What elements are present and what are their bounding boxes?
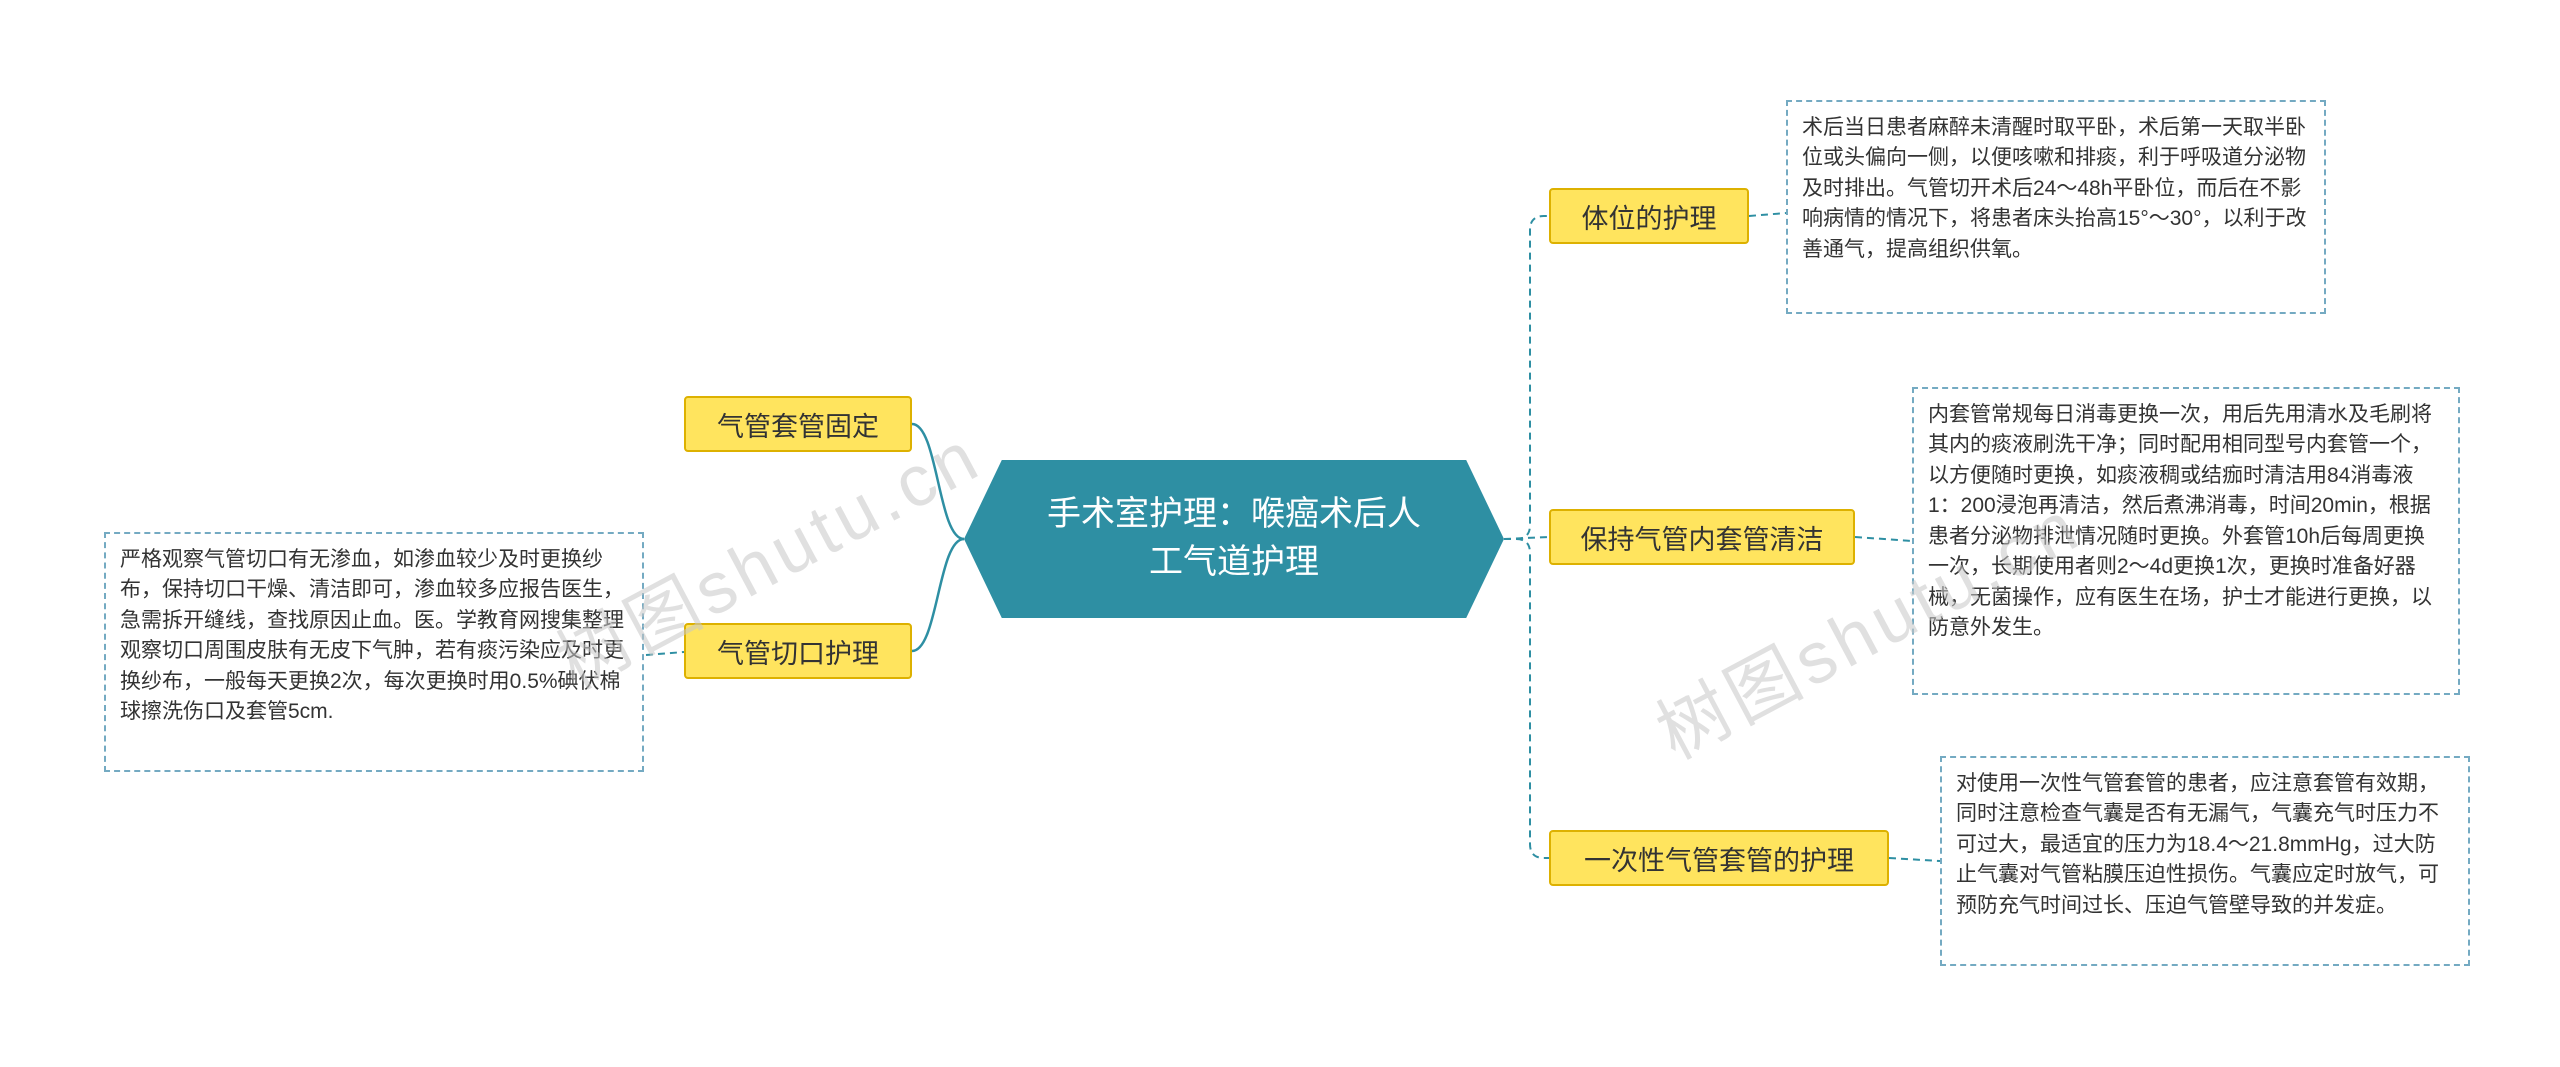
detail-node-position-care[interactable]: 术后当日患者麻醉未清醒时取平卧，术后第一天取半卧位或头偏向一侧，以便咳嗽和排痰，…	[1786, 100, 2326, 314]
connector-central-to-right-node-3	[1504, 538, 1549, 859]
branch-node-disposable-cannula-care[interactable]: 一次性气管套管的护理	[1549, 830, 1889, 886]
detail-node-inner-cannula-cleaning[interactable]: 内套管常规每日消毒更换一次，用后先用清水及毛刷将其内的痰液刷洗干净；同时配用相同…	[1912, 387, 2460, 695]
connector-central-to-left-node-1	[911, 422, 965, 541]
connector-central-to-left-node-2	[911, 537, 965, 653]
connector-right-detail-2	[1854, 536, 1913, 542]
connector-central-to-right-node-1	[1504, 215, 1549, 540]
branch-node-position-care[interactable]: 体位的护理	[1549, 188, 1749, 244]
branch-node-incision-care[interactable]: 气管切口护理	[684, 623, 912, 679]
branch-node-inner-cannula-cleaning[interactable]: 保持气管内套管清洁	[1549, 509, 1855, 565]
connector-right-detail-3	[1888, 857, 1941, 862]
connector-central-to-right-node-2	[1503, 536, 1550, 540]
branch-node-cannula-fixation[interactable]: 气管套管固定	[684, 396, 912, 452]
detail-node-incision-observation[interactable]: 严格观察气管切口有无渗血，如渗血较少及时更换纱布，保持切口干燥、清洁即可，渗血较…	[104, 532, 644, 772]
detail-node-disposable-cannula-care[interactable]: 对使用一次性气管套管的患者，应注意套管有效期，同时注意检查气囊是否有无漏气，气囊…	[1940, 756, 2470, 966]
connector-right-detail-1	[1748, 212, 1787, 217]
central-topic-label: 手术室护理：喉癌术后人工气道护理	[1047, 495, 1421, 581]
central-topic[interactable]: 手术室护理：喉癌术后人工气道护理	[964, 460, 1504, 618]
connector-left-detail	[645, 651, 685, 656]
